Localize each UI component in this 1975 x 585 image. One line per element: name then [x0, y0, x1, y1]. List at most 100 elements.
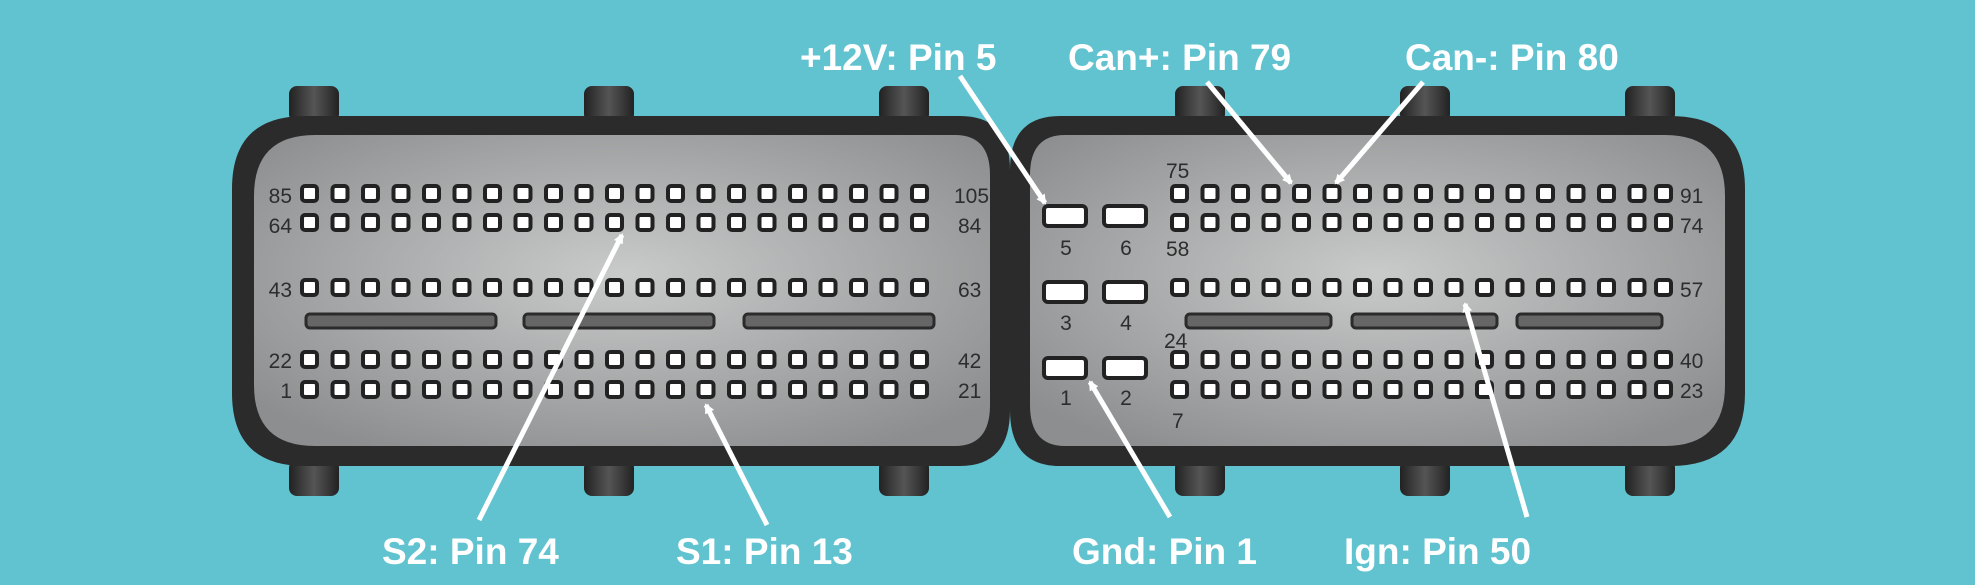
mounting-tab [879, 86, 929, 122]
signal-pin [1444, 213, 1464, 232]
arrow-plus12v [957, 74, 1048, 205]
signal-pin [361, 184, 380, 203]
signal-pin [727, 184, 746, 203]
signal-pin [635, 350, 655, 369]
signal-pin [483, 184, 502, 203]
left-label-43: 43 [269, 279, 292, 302]
signal-pin [361, 350, 380, 369]
arrow-ign [1462, 302, 1530, 518]
keying-slot [522, 312, 716, 330]
signal-pin [1322, 380, 1342, 399]
signal-pin [483, 380, 502, 399]
signal-pin [1292, 213, 1311, 232]
signal-pin [574, 380, 594, 399]
signal-pin [1597, 184, 1616, 203]
signal-pin [483, 350, 502, 369]
signal-pin [1353, 184, 1372, 203]
signal-pin [1200, 278, 1220, 297]
signal-pin [300, 184, 319, 203]
signal-pin [879, 184, 899, 203]
signal-pin [910, 184, 929, 203]
signal-pin [452, 184, 472, 203]
signal-pin [330, 350, 350, 369]
signal-pin [1505, 278, 1525, 297]
signal-pin [605, 184, 624, 203]
signal-pin [818, 278, 838, 297]
mounting-tab [584, 86, 634, 122]
signal-pin [1627, 213, 1647, 232]
signal-pin [391, 213, 411, 232]
signal-pin [1536, 278, 1555, 297]
signal-pin [1231, 350, 1250, 369]
signal-pin [818, 350, 838, 369]
signal-pin [605, 380, 624, 399]
signal-pin [696, 380, 716, 399]
signal-pin [544, 278, 563, 297]
signal-pin [1654, 350, 1673, 369]
signal-pin [849, 184, 868, 203]
signal-pin [1200, 380, 1220, 399]
signal-pin [1231, 184, 1250, 203]
signal-pin [1444, 350, 1464, 369]
signal-pin [666, 278, 685, 297]
signal-pin [1597, 350, 1616, 369]
signal-pin [1536, 380, 1555, 399]
signal-pin [1597, 213, 1616, 232]
signal-pin [696, 278, 716, 297]
left-label-85: 85 [269, 185, 292, 208]
left-label-105: 105 [954, 185, 989, 208]
signal-pin [757, 213, 777, 232]
signal-pin [1231, 213, 1250, 232]
signal-pin [361, 213, 380, 232]
signal-pin [1654, 184, 1673, 203]
signal-pin [696, 184, 716, 203]
signal-pin [1566, 350, 1586, 369]
signal-pin [1536, 213, 1555, 232]
keying-slot [742, 312, 936, 330]
signal-pin [1170, 184, 1189, 203]
signal-pin [879, 213, 899, 232]
signal-pin [574, 350, 594, 369]
left-label-42: 42 [958, 350, 981, 373]
signal-pin [1261, 350, 1281, 369]
signal-pin [1383, 213, 1403, 232]
signal-pin [605, 350, 624, 369]
signal-pin [849, 278, 868, 297]
power-pin-6 [1102, 204, 1148, 228]
callout-can-minus: Can-: Pin 80 [1405, 37, 1619, 78]
signal-pin [422, 213, 441, 232]
signal-pin [1170, 350, 1189, 369]
right-label-57: 57 [1680, 279, 1703, 302]
arrow-gnd [1087, 380, 1173, 519]
signal-pin [1536, 350, 1555, 369]
signal-pin [1627, 380, 1647, 399]
keying-slot [304, 312, 498, 330]
mounting-tab [1625, 460, 1675, 496]
callout-s1: S1: Pin 13 [676, 531, 853, 572]
signal-pin [788, 380, 807, 399]
signal-pin [605, 213, 624, 232]
signal-pin [1505, 380, 1525, 399]
callout-can-plus: Can+: Pin 79 [1068, 37, 1291, 78]
signal-pin [1505, 350, 1525, 369]
arrow-can-plus [1205, 80, 1293, 185]
signal-pin [452, 380, 472, 399]
signal-pin [361, 380, 380, 399]
signal-pin [666, 350, 685, 369]
signal-pin [513, 380, 533, 399]
signal-pin [635, 380, 655, 399]
signal-pin [1292, 380, 1311, 399]
signal-pin [910, 350, 929, 369]
signal-pin [1383, 350, 1403, 369]
signal-pin [300, 278, 319, 297]
signal-pin [818, 213, 838, 232]
signal-pin [300, 213, 319, 232]
signal-pin [849, 350, 868, 369]
right-label-7: 7 [1172, 410, 1184, 433]
signal-pin [1414, 184, 1433, 203]
right-label-91: 91 [1680, 185, 1703, 208]
signal-pin [1414, 278, 1433, 297]
power-pin-2 [1102, 356, 1148, 380]
right-label-75: 75 [1166, 160, 1189, 183]
signal-pin [1322, 184, 1342, 203]
